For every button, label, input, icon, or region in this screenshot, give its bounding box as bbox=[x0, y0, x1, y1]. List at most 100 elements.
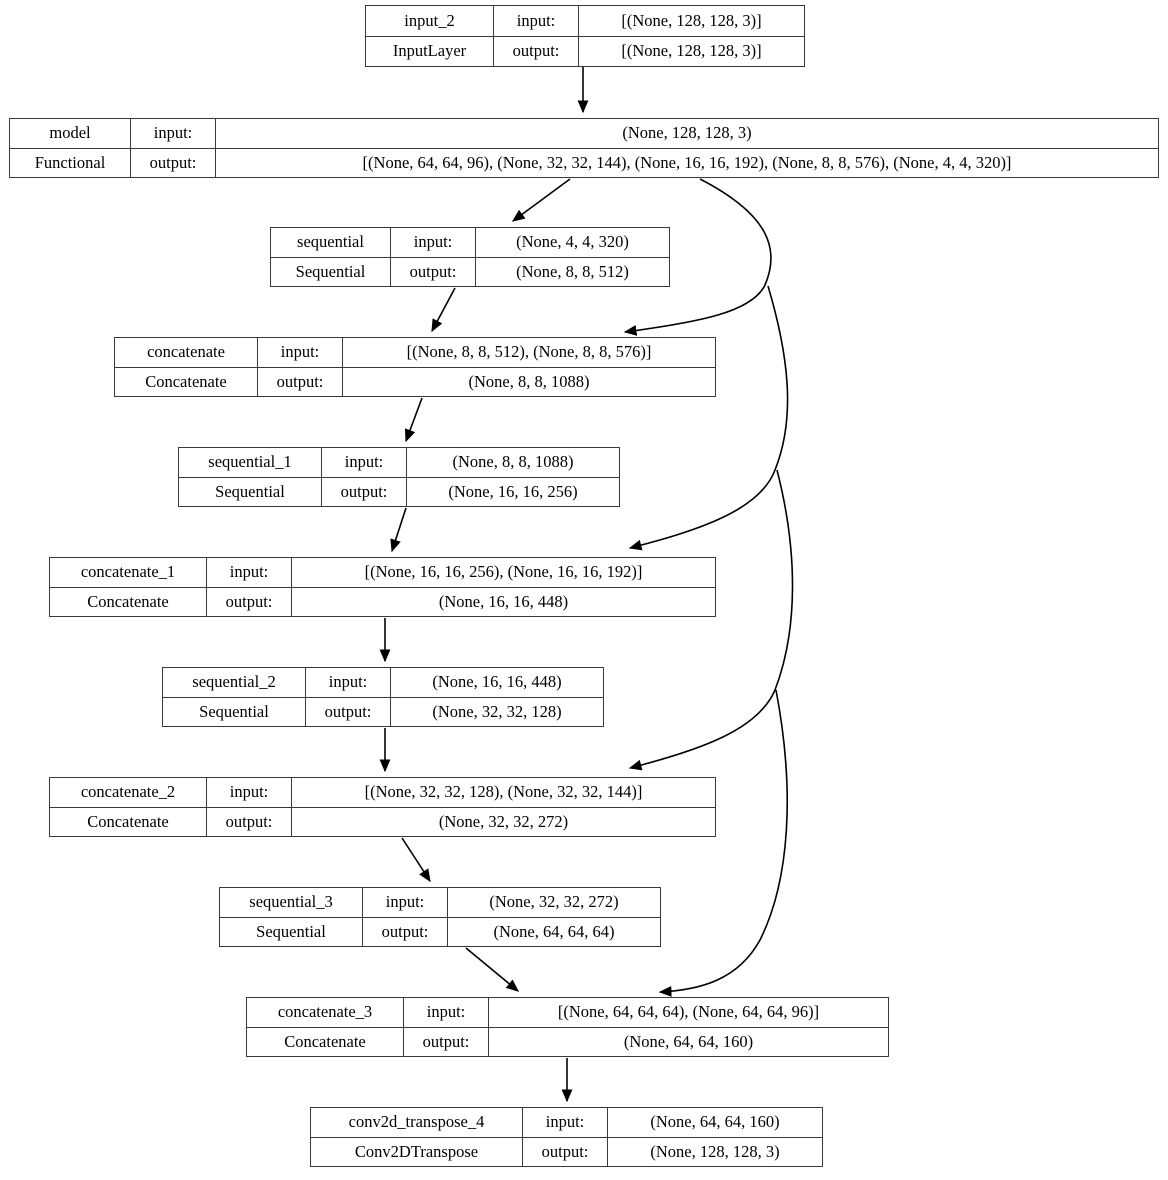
node-input-label: input: bbox=[404, 998, 489, 1027]
node-input-label: input: bbox=[207, 558, 292, 587]
node-input-shape: (None, 8, 8, 1088) bbox=[452, 452, 574, 471]
node-input-label: input: bbox=[322, 448, 407, 477]
node-layer-class: Sequential bbox=[179, 477, 322, 506]
node-input-shape: [(None, 64, 64, 64), (None, 64, 64, 96)] bbox=[557, 1002, 820, 1021]
node-input-shape: (None, 64, 64, 160) bbox=[650, 1112, 780, 1131]
node-output-shape: (None, 8, 8, 512) bbox=[516, 261, 629, 281]
edge-sequential-to-concatenate bbox=[431, 287, 456, 333]
node-input-shape: [(None, 8, 8, 512), (None, 8, 8, 576)] bbox=[406, 342, 652, 361]
node-input-shape: [(None, 16, 16, 256), (None, 16, 16, 192… bbox=[364, 562, 643, 581]
node-layer-class: Concatenate bbox=[50, 587, 207, 616]
node-layer-class: Concatenate bbox=[50, 807, 207, 836]
node-layer-class: Functional bbox=[10, 148, 131, 177]
node-layer-name: model bbox=[10, 119, 131, 148]
edge-model-to-concatenate_3 bbox=[658, 689, 788, 997]
node-output-label: output: bbox=[207, 587, 292, 616]
node-output-label: output: bbox=[207, 807, 292, 836]
edge-model-to-concatenate_1 bbox=[628, 285, 789, 551]
node-layer-class: InputLayer bbox=[366, 36, 494, 66]
node-output-shape: [(None, 64, 64, 96), (None, 32, 32, 144)… bbox=[362, 152, 1012, 172]
node-layer-name: sequential_2 bbox=[163, 668, 306, 697]
node-layer-class: Concatenate bbox=[247, 1027, 404, 1056]
node-layer-name: concatenate_3 bbox=[247, 998, 404, 1027]
node-layer-class: Sequential bbox=[220, 917, 363, 946]
node-output-label: output: bbox=[306, 697, 391, 726]
node-output-shape: [(None, 128, 128, 3)] bbox=[621, 41, 762, 60]
node-output-shape: (None, 128, 128, 3) bbox=[650, 1141, 780, 1161]
node-output-label: output: bbox=[131, 148, 216, 177]
node-layer-name: input_2 bbox=[366, 6, 494, 36]
edge-concatenate-to-sequential_1 bbox=[404, 397, 423, 443]
node-layer-class: Sequential bbox=[163, 697, 306, 726]
node-input-shape: [(None, 128, 128, 3)] bbox=[621, 10, 762, 30]
node-input-shape: (None, 16, 16, 448) bbox=[432, 672, 562, 691]
node-layer-class: Concatenate bbox=[115, 367, 258, 396]
node-output-label: output: bbox=[494, 36, 579, 66]
node-output-shape: (None, 32, 32, 128) bbox=[432, 701, 562, 721]
node-input-shape: (None, 128, 128, 3) bbox=[622, 123, 752, 142]
node-output-shape: (None, 32, 32, 272) bbox=[438, 811, 569, 831]
node-output-shape: (None, 16, 16, 256) bbox=[448, 481, 578, 501]
node-layer-name: sequential_1 bbox=[179, 448, 322, 477]
node-input-label: input: bbox=[523, 1108, 608, 1137]
node-output-shape: (None, 64, 64, 160) bbox=[623, 1031, 754, 1051]
edge-concatenate_2-to-sequential_3 bbox=[401, 837, 431, 883]
node-output-shape: (None, 64, 64, 64) bbox=[493, 921, 615, 941]
edge-model-to-sequential bbox=[511, 178, 571, 222]
node-layer-name: concatenate_1 bbox=[50, 558, 207, 587]
node-output-label: output: bbox=[404, 1027, 489, 1056]
node-layer-name: sequential_3 bbox=[220, 888, 363, 917]
node-input-label: input: bbox=[306, 668, 391, 697]
node-input-label: input: bbox=[391, 228, 476, 257]
node-input-label: input: bbox=[363, 888, 448, 917]
node-input-label: input: bbox=[207, 778, 292, 807]
node-layer-name: conv2d_transpose_4 bbox=[311, 1108, 523, 1137]
edge-model-to-concatenate_2 bbox=[628, 469, 794, 771]
node-layer-class: Conv2DTranspose bbox=[311, 1137, 523, 1166]
edge-sequential_3-to-concatenate_3 bbox=[465, 947, 519, 992]
node-output-label: output: bbox=[391, 257, 476, 286]
node-output-label: output: bbox=[363, 917, 448, 946]
node-input-label: input: bbox=[494, 6, 579, 36]
node-input-label: input: bbox=[258, 338, 343, 367]
node-input-shape: (None, 4, 4, 320) bbox=[516, 232, 629, 251]
node-layer-class: Sequential bbox=[271, 257, 391, 286]
node-output-label: output: bbox=[523, 1137, 608, 1166]
edge-sequential_1-to-concatenate_1 bbox=[390, 507, 407, 553]
node-layer-name: concatenate bbox=[115, 338, 258, 367]
node-input-label: input: bbox=[131, 119, 216, 148]
node-layer-name: sequential bbox=[271, 228, 391, 257]
